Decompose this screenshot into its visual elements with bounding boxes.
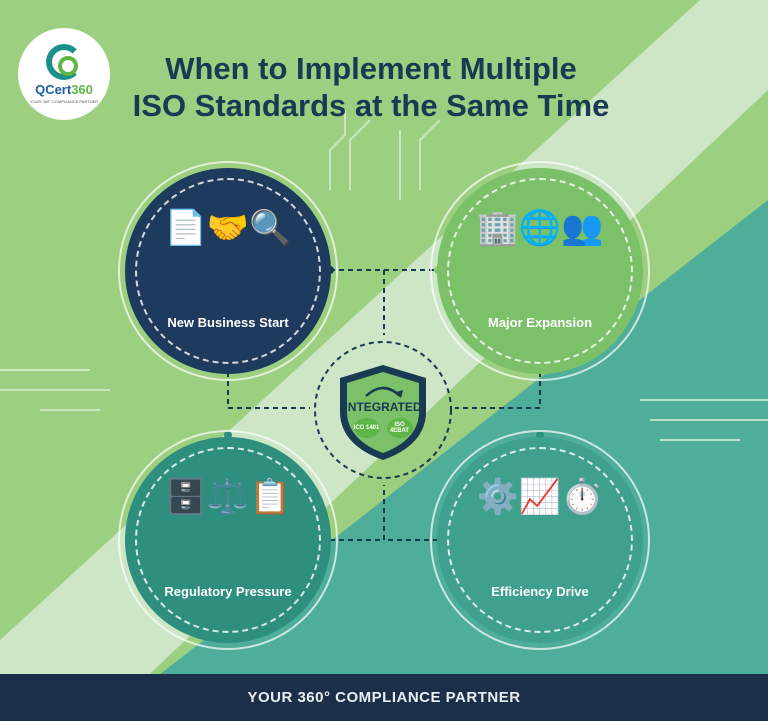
circuit-lines xyxy=(0,110,768,441)
gears-chart-stopwatch-icon: ⚙️📈⏱️ xyxy=(476,478,604,516)
logo-brand: QCert360 xyxy=(35,82,93,97)
integrated-shield: INTEGRATED ICO 1401 ISO 4EBAT xyxy=(336,362,430,462)
scenario-new-business-start: 📄🤝🔍 New Business Start xyxy=(118,161,338,381)
scenario-efficiency-drive: ⚙️📈⏱️ Efficiency Drive xyxy=(430,430,650,650)
server-gavel-checklist-icon: 🗄️⚖️📋 xyxy=(164,478,292,516)
scenario-regulatory-pressure: 🗄️⚖️📋 Regulatory Pressure xyxy=(118,430,338,650)
logo-tagline: YOUR 360° COMPLIANCE PARTNER xyxy=(29,99,99,104)
building-globe-meeting-icon: 🏢🌐👥 xyxy=(476,209,604,247)
logo: QCert360 YOUR 360° COMPLIANCE PARTNER xyxy=(18,28,110,120)
logo-icon xyxy=(46,44,82,80)
scenario-major-expansion: 🏢🌐👥 Major Expansion xyxy=(430,161,650,381)
footer-banner: YOUR 360° COMPLIANCE PARTNER xyxy=(0,674,768,721)
page-title: When to Implement Multiple ISO Standards… xyxy=(132,51,610,123)
iso-badge: ICO 1401 xyxy=(353,418,380,438)
connector-lines xyxy=(227,269,541,541)
document-handshake-magnifier-icon: 📄🤝🔍 xyxy=(164,209,292,247)
iso-badge: ISO 4EBAT xyxy=(386,418,413,438)
